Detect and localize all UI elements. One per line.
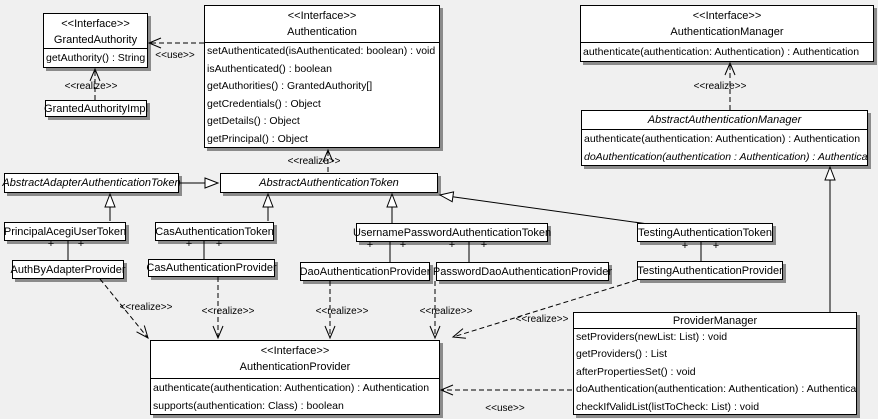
class-name: Authentication [287,26,357,38]
class-name: CasAuthenticationProvider [146,262,277,274]
class-name: AuthenticationProvider [239,361,351,373]
method: getDetails() : Object [207,115,300,127]
class-name: TestingAuthenticationProvider [637,264,783,277]
class-testing-authentication-token[interactable]: TestingAuthenticationToken [637,223,773,242]
multiplicity-label: + [480,239,488,251]
class-username-password-authentication-token[interactable]: UsernamePasswordAuthenticationToken [352,223,552,242]
class-name: AbstractAdapterAuthenticationToken [2,177,181,189]
multiplicity-label: + [681,240,689,252]
class-provider-manager[interactable]: ProviderManager setProviders(newList: Li… [573,312,857,415]
class-name: PrincipalAcegiUserToken [3,225,127,238]
class-name: GrantedAuthorityImpl [44,102,148,115]
multiplicity-label: + [448,239,456,251]
multiplicity-label: + [399,239,407,251]
method: doAuthentication(authentication : Authen… [584,151,867,163]
stereotype: <<Interface>> [260,345,330,357]
class-principal-acegi-user-token[interactable]: PrincipalAcegiUserToken [4,222,126,241]
class-authentication[interactable]: <<Interface>> Authentication setAuthenti… [204,5,440,148]
class-name: DaoAuthenticationProvider [299,265,431,278]
method: doAuthentication(authentication: Authent… [576,383,856,396]
edge-realize-auth-by-adapter-provider [99,278,149,340]
stereotype: <<Interface>> [692,10,762,22]
class-abstract-authentication-manager[interactable]: AbstractAuthenticationManager authentica… [581,110,868,166]
multiplicity-label: + [47,238,55,250]
method: setAuthenticated(isAuthenticated: boolea… [207,45,436,57]
method: setProviders(newList: List) : void [576,331,728,343]
use-label: <<use>> [155,50,195,61]
multiplicity-label: + [366,239,374,251]
realize-label: <<realize>> [315,306,369,317]
class-granted-authority[interactable]: <<Interface>> GrantedAuthority getAuthor… [43,13,148,68]
method: getProviders() : List [576,348,668,361]
class-name: GrantedAuthority [53,34,138,46]
class-authentication-provider[interactable]: <<Interface>> AuthenticationProvider aut… [150,340,440,415]
class-abstract-authentication-token[interactable]: AbstractAuthenticationToken [220,173,438,193]
method: getPrincipal() : Object [207,132,308,145]
class-abstract-adapter-authentication-token[interactable]: AbstractAdapterAuthenticationToken [2,173,181,193]
realize-label: <<realize>> [515,314,569,325]
realize-label: <<realize>> [287,156,341,167]
multiplicity-label: + [215,238,223,250]
method: supports(authentication: Class) : boolea… [153,400,344,412]
class-name: AuthByAdapterProvider [10,263,126,276]
class-testing-authentication-provider[interactable]: TestingAuthenticationProvider [637,261,783,280]
stereotype: <<Interface>> [61,18,130,30]
edge-generalize-testing-token [438,191,649,225]
class-name: UsernamePasswordAuthenticationToken [352,226,552,239]
method: getCredentials() : Object [207,97,321,110]
method: authenticate(authentication: Authenticat… [584,133,861,145]
class-name: CasAuthenticationToken [155,225,274,238]
class-name: AuthenticationManager [670,26,784,38]
edge-realize-testing-provider [451,279,638,339]
method: authenticate(authentication: Authenticat… [153,382,430,394]
method: isAuthenticated() : boolean [207,62,332,75]
class-authentication-manager[interactable]: <<Interface>> AuthenticationManager auth… [580,5,874,62]
realize-label: <<realize>> [693,81,747,92]
class-name: ProviderManager [672,314,758,327]
method: checkIfValidList(listToCheck: List) : vo… [576,400,760,413]
use-label: <<use>> [485,403,525,414]
class-auth-by-adapter-provider[interactable]: AuthByAdapterProvider [10,260,126,279]
realize-label: <<realize>> [119,302,173,313]
stereotype: <<Interface>> [287,10,357,22]
class-name: AbstractAuthenticationToken [259,177,399,189]
method: authenticate(authentication: Authenticat… [583,46,860,58]
class-name: PasswordDaoAuthenticationProvider [432,265,613,278]
multiplicity-label: + [185,238,193,250]
class-cas-authentication-provider[interactable]: CasAuthenticationProvider [146,259,277,277]
class-cas-authentication-token[interactable]: CasAuthenticationToken [155,222,274,241]
class-dao-authentication-provider[interactable]: DaoAuthenticationProvider [300,262,430,281]
realize-label: <<realize>> [64,81,118,92]
multiplicity-label: + [77,238,85,250]
class-password-dao-authentication-provider[interactable]: PasswordDaoAuthenticationProvider [432,262,613,281]
method: getAuthorities() : GrantedAuthority[] [207,80,373,92]
method: getAuthority() : String [46,52,146,64]
multiplicity-label: + [712,240,720,252]
class-name: AbstractAuthenticationManager [647,114,802,126]
realize-label: <<realize>> [419,306,473,317]
method: afterPropertiesSet() : void [576,365,696,378]
class-granted-authority-impl[interactable]: GrantedAuthorityImpl [44,100,148,117]
class-name: TestingAuthenticationToken [638,226,772,239]
realize-label: <<realize>> [201,306,255,317]
